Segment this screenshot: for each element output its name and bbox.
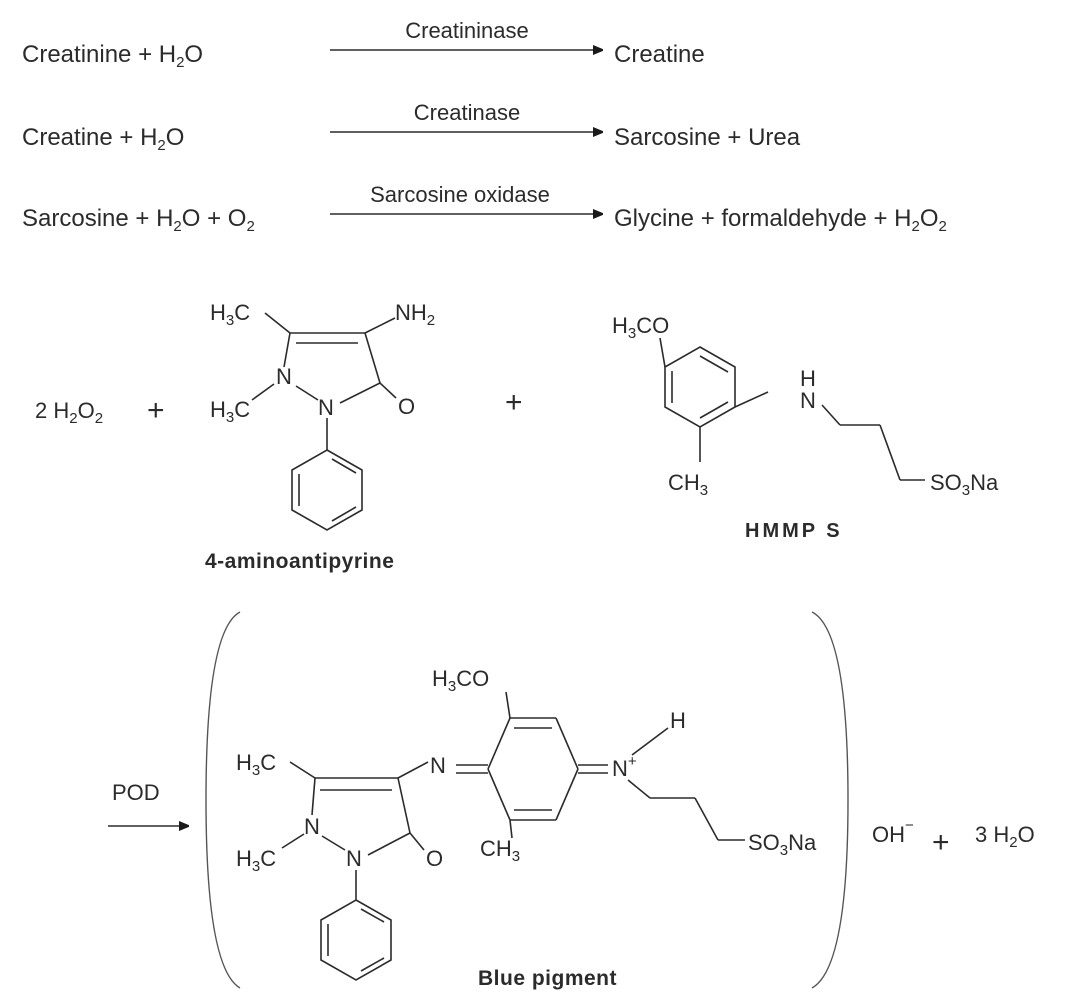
compound-name: 4-aminoantipyrine	[205, 550, 394, 573]
svg-text:H: H	[670, 708, 686, 733]
reactant-text: Sarcosine + H2O + O2	[22, 205, 255, 235]
plus-sign: +	[147, 394, 165, 427]
compound-name: HMMP S	[745, 520, 843, 542]
left-bracket	[205, 611, 241, 989]
enzyme-label: Sarcosine oxidase	[370, 182, 550, 207]
svg-text:N: N	[800, 388, 816, 413]
product-text: Creatine	[614, 41, 705, 68]
svg-text:H3C: H3C	[236, 750, 276, 779]
svg-text:H3C: H3C	[236, 846, 276, 875]
compound-name: Blue pigment	[478, 967, 617, 990]
product-text: Glycine + formaldehyde + H2O2	[614, 205, 947, 235]
product-text: Sarcosine + Urea	[614, 124, 801, 151]
svg-text:+: +	[932, 826, 950, 859]
svg-text:H3CO: H3CO	[612, 313, 669, 342]
svg-text:3 H2O: 3 H2O	[975, 822, 1035, 851]
svg-text:N: N	[430, 753, 446, 778]
reaction-2: Creatine + H2O Creatinase Sarcosine + Ur…	[22, 100, 801, 154]
svg-text:H3C: H3C	[210, 300, 250, 329]
svg-text:SO3Na: SO3Na	[930, 470, 999, 499]
svg-text:H3C: H3C	[210, 397, 250, 426]
svg-text:N: N	[276, 364, 292, 389]
svg-text:N+: N+	[612, 753, 637, 781]
pod-label: POD	[112, 780, 160, 805]
svg-text:N: N	[318, 395, 334, 420]
reactant-text: Creatine + H2O	[22, 124, 184, 154]
svg-text:CH3: CH3	[480, 836, 520, 865]
svg-text:H3CO: H3CO	[432, 666, 489, 695]
reactant-text: Creatinine + H2O	[22, 41, 203, 71]
plus-sign: +	[505, 386, 523, 419]
svg-text:H: H	[800, 366, 816, 391]
enzyme-label: Creatininase	[405, 18, 529, 43]
svg-text:CH3: CH3	[668, 470, 708, 499]
reaction-1: Creatinine + H2O Creatininase Creatine	[22, 18, 705, 71]
svg-text:NH2: NH2	[395, 300, 435, 329]
enzyme-label: Creatinase	[414, 100, 520, 125]
svg-text:OH−: OH−	[872, 817, 914, 847]
right-bracket	[811, 611, 849, 989]
svg-text:O: O	[398, 394, 415, 419]
byproducts: OH− + 3 H2O	[872, 817, 1035, 859]
svg-text:SO3Na: SO3Na	[748, 830, 817, 859]
reaction-3: Sarcosine + H2O + O2 Sarcosine oxidase G…	[22, 182, 947, 235]
svg-text:N: N	[346, 846, 362, 871]
blue-pigment-structure: H3C N N N O H3C H3CO CH3 N+ H SO3Na Blue…	[236, 666, 817, 990]
svg-text:N: N	[304, 814, 320, 839]
svg-text:O: O	[426, 846, 443, 871]
aminoantipyrine-structure: H3C NH2 N N O H3C 4-aminoantipyrine	[205, 300, 435, 573]
hmmps-structure: H3CO H N CH3 SO3Na HMMP S	[612, 313, 999, 542]
hydrogen-peroxide: 2 H2O2	[35, 398, 103, 427]
